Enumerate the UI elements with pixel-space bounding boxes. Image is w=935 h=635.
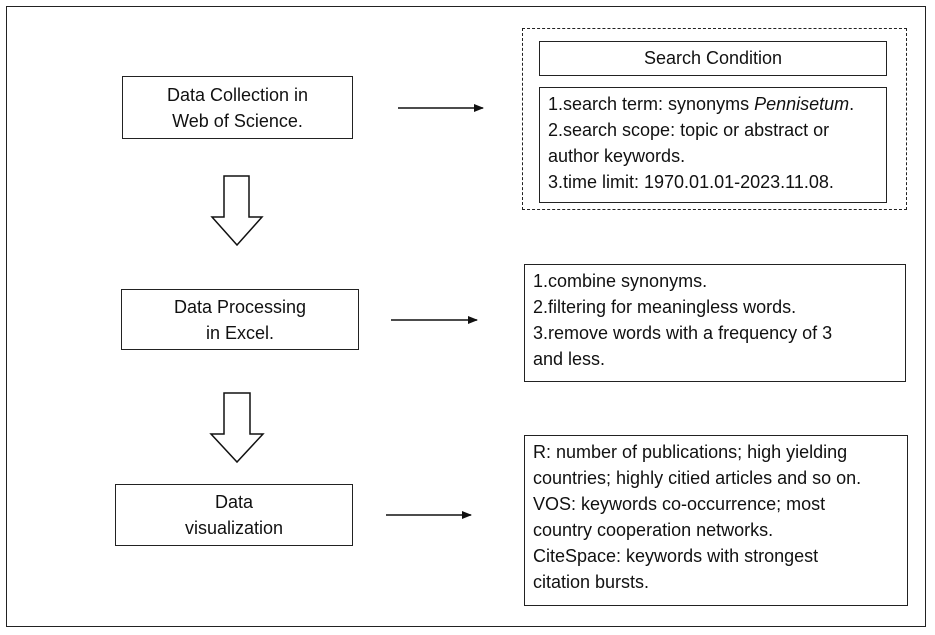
visualization-line-3: VOS: keywords co-occurrence; most (533, 494, 826, 514)
flow-down-arrow-1 (210, 175, 264, 247)
search-term-line: 1.search term: synonyms Pennisetum. (548, 91, 878, 117)
search-term-suffix: . (849, 94, 855, 114)
search-scope-line1: 2.search scope: topic or abstract or (548, 120, 830, 140)
step-data-visualization-line2: visualization (184, 518, 284, 538)
flow-down-arrow-2 (209, 392, 265, 464)
step-data-collection-line2: Web of Science. (172, 110, 303, 131)
step-data-visualization: Data visualization (115, 484, 353, 546)
step-data-processing-line2: in Excel. (205, 322, 275, 343)
search-scope-line2: author keywords. (548, 146, 686, 166)
search-term-italic: Pennisetum (754, 94, 850, 114)
visualization-details: R: number of publications; high yielding… (524, 435, 908, 606)
diagram-frame (6, 6, 926, 627)
search-condition-title-text: Search Condition (643, 48, 783, 68)
visualization-line-2: countries; highly citied articles and so… (533, 468, 862, 488)
step-data-collection: Data Collection in Web of Science. (122, 76, 353, 139)
step-data-processing-line1: Data Processing (173, 296, 307, 317)
time-limit-line: 3.time limit: 1970.01.01-2023.11.08. (548, 172, 834, 192)
visualization-line-6: citation bursts. (533, 572, 650, 592)
visualization-line-4: country cooperation networks. (533, 520, 774, 540)
search-term-prefix: 1.search term: synonyms (548, 94, 755, 114)
processing-line-1: 1.combine synonyms. (533, 271, 708, 291)
processing-line-2: 2.filtering for meaningless words. (533, 297, 797, 317)
step-data-visualization-line1: Data (214, 492, 254, 512)
visualization-line-1: R: number of publications; high yielding (533, 442, 848, 462)
search-condition-group (522, 28, 907, 210)
step-data-processing: Data Processing in Excel. (121, 289, 359, 350)
processing-details: 1.combine synonyms. 2.filtering for mean… (524, 264, 906, 382)
search-condition-details: 1.search term: synonyms Pennisetum. 2.se… (539, 87, 887, 203)
step-data-collection-line1: Data Collection in (166, 84, 309, 105)
processing-line-3: 3.remove words with a frequency of 3 (533, 323, 833, 343)
visualization-line-5: CiteSpace: keywords with strongest (533, 546, 819, 566)
processing-line-4: and less. (533, 349, 606, 369)
search-condition-title: Search Condition (539, 41, 887, 76)
